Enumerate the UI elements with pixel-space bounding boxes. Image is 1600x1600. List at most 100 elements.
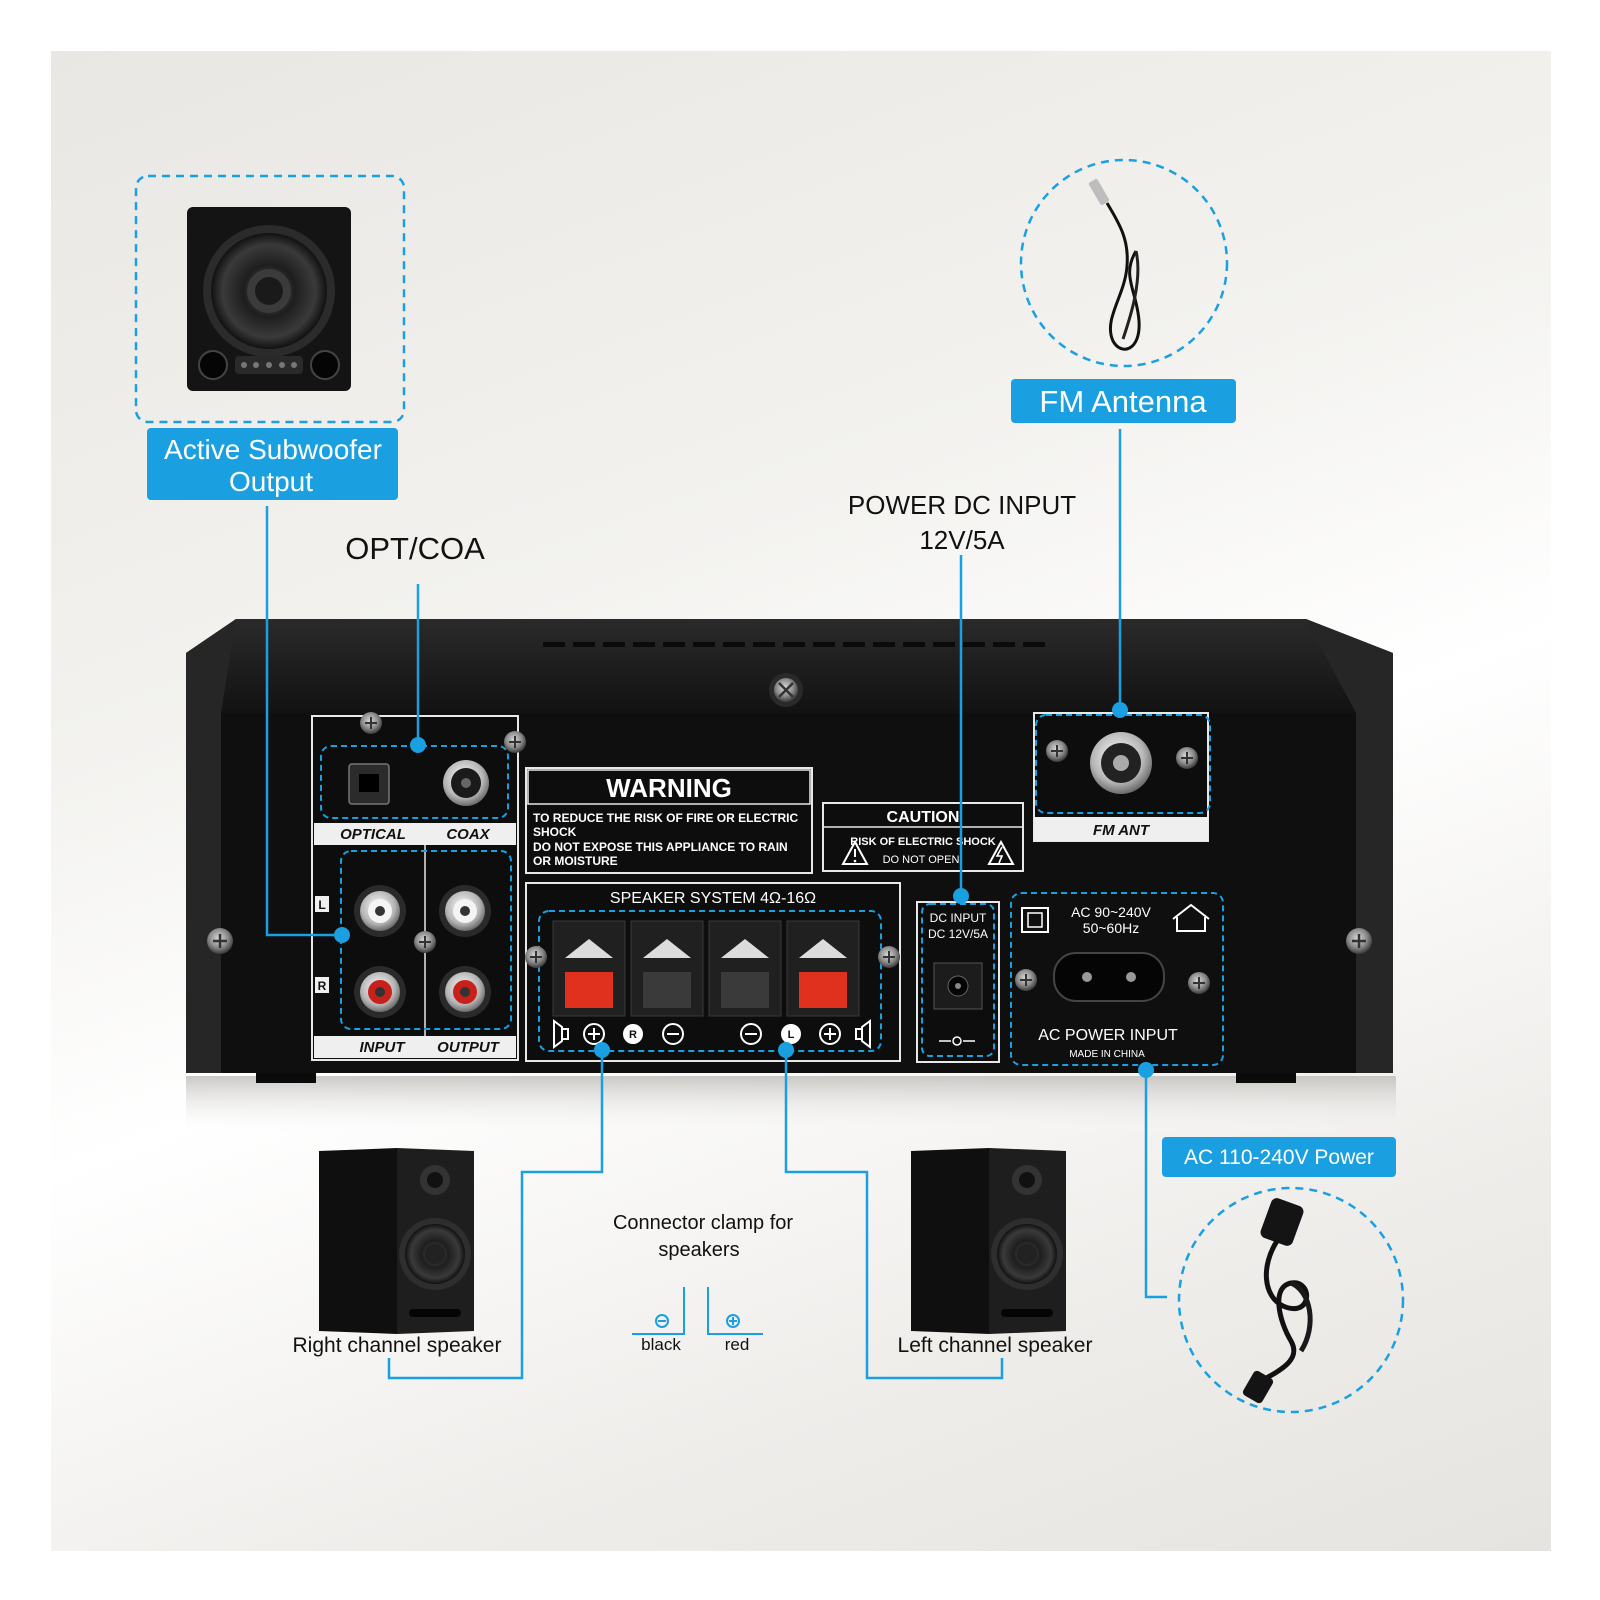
dc-polarity-icon xyxy=(939,1036,975,1046)
speaker-symbol-icon xyxy=(553,1019,569,1049)
made-in-label: MADE IN CHINA xyxy=(1069,1049,1145,1060)
subwoofer-line xyxy=(265,506,342,937)
dc-input-plate: DC INPUT DC 12V/5A xyxy=(916,901,1000,1063)
dc-jack xyxy=(933,962,983,1010)
fm-screw-right xyxy=(1176,747,1198,769)
svg-text:L: L xyxy=(788,1029,795,1041)
power-dc-title-line-1: POWER DC INPUT xyxy=(848,490,1076,520)
terminal-polarity-icons xyxy=(553,1019,871,1049)
ac-input-highlight xyxy=(1010,892,1224,1066)
right-channel-speaker-image xyxy=(319,1148,474,1334)
dc-input-line-1: DC INPUT xyxy=(930,911,987,925)
ac-power-input-label: AC POWER INPUT xyxy=(1038,1027,1178,1044)
warning-title: WARNING xyxy=(606,773,732,803)
warning-line-1: TO REDUCE THE RISK OF FIRE OR ELECTRIC xyxy=(533,811,798,825)
speaker-system-label: SPEAKER SYSTEM 4Ω-16Ω xyxy=(610,890,816,907)
speaker-symbol-icon xyxy=(855,1019,871,1049)
terminal-right-negative xyxy=(630,920,704,1017)
channel-r-box xyxy=(315,977,329,993)
red-label: red xyxy=(725,1335,750,1354)
fm-antenna-jack xyxy=(1090,732,1152,794)
io-screw-top xyxy=(360,712,382,734)
subwoofer-image xyxy=(187,207,351,391)
left-channel-speaker-image xyxy=(911,1148,1066,1334)
electric-shock-icon xyxy=(987,839,1015,865)
ac-power-line xyxy=(1144,1070,1167,1299)
warning-label: WARNING TO REDUCE THE RISK OF FIRE OR EL… xyxy=(525,767,813,874)
plus-icon xyxy=(583,1023,605,1045)
terminal-left-negative xyxy=(708,920,782,1017)
right-speaker-label: Right channel speaker xyxy=(293,1334,502,1357)
ac-input-plate: AC 90~240V 50~60Hz AC POWER INPUT MADE I… xyxy=(1010,892,1224,1066)
ac-power-callout: AC 110-240V Power xyxy=(1184,1146,1374,1169)
callout-lines xyxy=(265,429,1167,1380)
diagram-stage: L R OPTICAL COAX INPUT OUTPUT WARNING TO… xyxy=(51,51,1551,1551)
warning-line-3: DO NOT EXPOSE THIS APPLIANCE TO RAIN xyxy=(533,840,788,854)
warning-line-2: SHOCK xyxy=(533,825,577,839)
ac-screw-left xyxy=(1015,969,1037,991)
rca-input-right xyxy=(354,966,406,1018)
caution-title: CAUTION xyxy=(887,809,960,826)
terminal-left-positive xyxy=(786,920,860,1017)
r-channel-icon xyxy=(623,1024,643,1044)
rca-output-right xyxy=(439,966,491,1018)
channel-l-label: L xyxy=(318,898,325,912)
ac-range-label: AC 90~240V xyxy=(1071,904,1151,920)
svg-text:R: R xyxy=(629,1029,637,1041)
exclamation-warning-icon xyxy=(841,839,869,865)
side-screw-left xyxy=(207,928,233,954)
fm-antenna-callout-box xyxy=(1011,379,1236,423)
ac-socket xyxy=(1053,952,1165,1002)
optical-port xyxy=(348,763,390,805)
ac-cord-frame xyxy=(1177,1186,1405,1414)
left-speaker-label: Left channel speaker xyxy=(898,1334,1093,1357)
subwoofer-callout-box xyxy=(147,428,398,500)
callout-dots xyxy=(334,702,1154,1078)
diagram-canvas: L R OPTICAL COAX INPUT OUTPUT WARNING TO… xyxy=(134,158,1405,1414)
terminal-screw-right xyxy=(878,946,900,968)
chassis-left-side xyxy=(186,619,236,1073)
subwoofer-callout-line-2: Output xyxy=(229,466,313,497)
minus-icon xyxy=(662,1023,684,1045)
input-label: INPUT xyxy=(360,1039,407,1056)
io-label-strip-top xyxy=(314,823,516,845)
coax-label: COAX xyxy=(446,826,490,843)
connector-title-line-2: speakers xyxy=(658,1239,739,1261)
minus-icon xyxy=(740,1023,762,1045)
minus-icon xyxy=(655,1314,669,1328)
output-label: OUTPUT xyxy=(437,1039,501,1056)
speaker-terminal-plate: SPEAKER SYSTEM 4Ω-16Ω xyxy=(525,882,901,1062)
dc-input-line-2: DC 12V/5A xyxy=(928,927,988,941)
coax-port xyxy=(443,760,489,806)
caution-line-2: DO NOT OPEN xyxy=(883,854,960,866)
io-label-strip-bottom xyxy=(314,1036,516,1058)
rca-output-left xyxy=(439,885,491,937)
fm-antenna-cable-image xyxy=(1088,178,1141,351)
terminal-right-positive xyxy=(552,920,626,1017)
vent-slots xyxy=(543,642,1045,647)
black-label: black xyxy=(641,1335,681,1354)
plus-icon xyxy=(819,1023,841,1045)
indoor-use-icon xyxy=(1172,903,1210,932)
side-screw-right xyxy=(1346,928,1372,954)
plus-icon xyxy=(726,1314,740,1328)
double-insulation-icon xyxy=(1021,907,1049,933)
chassis-top-bevel xyxy=(221,619,1356,713)
channel-r-label: R xyxy=(318,979,327,993)
speaker-terminal-highlight xyxy=(538,910,882,1052)
black-clamp-line xyxy=(632,1287,685,1335)
red-clamp-line xyxy=(707,1287,763,1335)
warning-line-4: OR MOISTURE xyxy=(533,854,618,868)
caution-label: CAUTION RISK OF ELECTRIC SHOCK DO NOT OP… xyxy=(822,802,1024,872)
left-speaker-line xyxy=(784,1050,1004,1380)
dc-input-highlight xyxy=(921,903,995,1057)
rca-input-left xyxy=(354,885,406,937)
channel-l-box xyxy=(315,896,329,912)
optical-label: OPTICAL xyxy=(340,826,406,843)
io-screw-right xyxy=(504,731,526,753)
foot-right xyxy=(1236,1073,1296,1083)
fm-screw-left xyxy=(1046,740,1068,762)
fm-antenna-plate: FM ANT xyxy=(1033,712,1211,842)
right-speaker-line xyxy=(387,1050,604,1380)
subwoofer-callout-line-1: Active Subwoofer xyxy=(164,434,382,465)
